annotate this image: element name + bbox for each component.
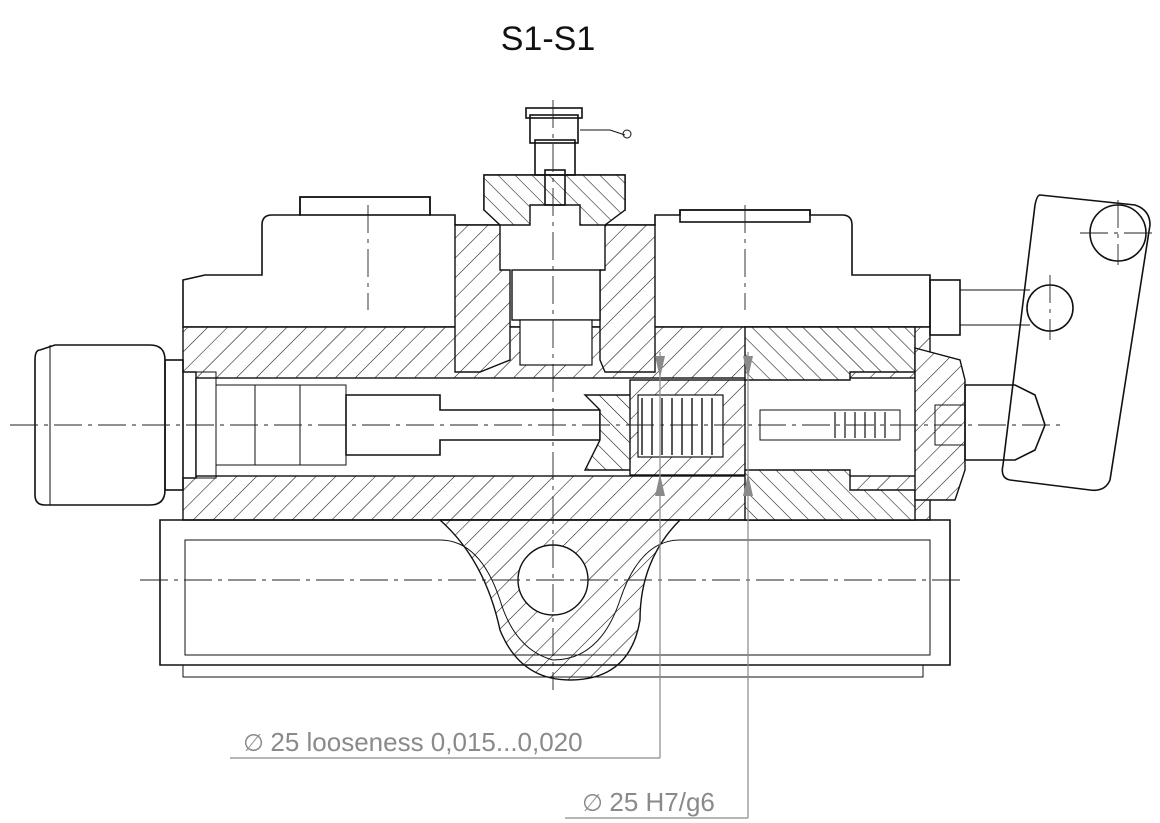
breather-cap [525,107,632,206]
dimension-lines [230,352,753,819]
left-cover-boss [299,196,431,216]
relief-valve [744,326,1046,521]
dimension-diameter-clearance: ∅ 25 looseness 0,015...0,020 [243,727,583,757]
spring-assembly [629,379,746,476]
section-title: S1-S1 [501,20,596,58]
centre-lines [10,100,1155,690]
valve-body [159,174,951,681]
dimension-diameter-fit: ∅ 25 H7/g6 [582,787,715,817]
